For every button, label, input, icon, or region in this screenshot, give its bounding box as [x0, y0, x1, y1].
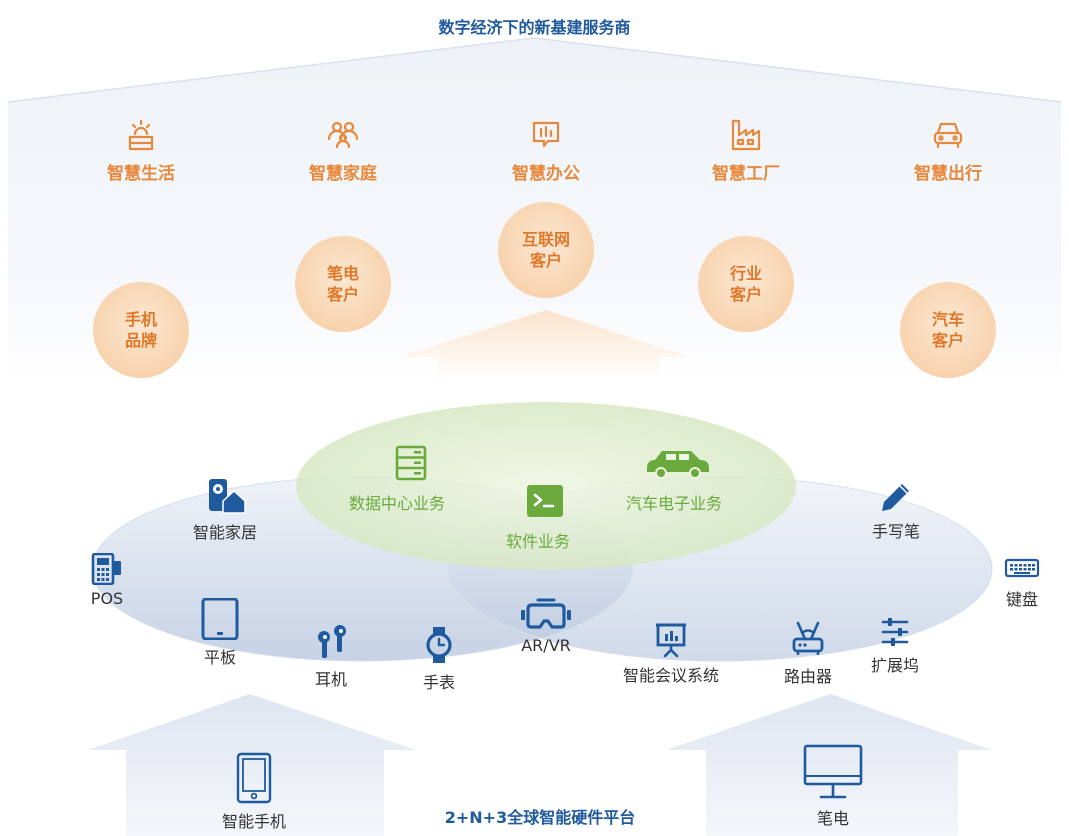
- device-label: 智能手机: [221, 812, 286, 831]
- scene-smart-office: 智慧办公: [481, 115, 611, 184]
- scene-label: 智慧工厂: [712, 164, 780, 184]
- scene-label: 智慧生活: [107, 164, 175, 184]
- smart-home-icon: [209, 479, 246, 514]
- client-line1: 笔电: [326, 264, 359, 283]
- top-title: 数字经济下的新基建服务商: [438, 18, 631, 37]
- scene-smart-mobility: 智慧出行: [883, 115, 1013, 184]
- pos-terminal-icon: [91, 552, 121, 586]
- client-line2: 客户: [326, 285, 359, 304]
- family-icon: [327, 121, 359, 149]
- device-ar-vr: AR/VR: [515, 596, 577, 655]
- client-circle-internet: 互联网 客户: [498, 202, 594, 298]
- bottom-title: 2+N+3全球智能硬件平台: [444, 808, 636, 827]
- device-tablet: 平板: [190, 597, 250, 668]
- device-meeting-system: 智能会议系统: [604, 622, 738, 686]
- scene-label: 智慧家庭: [309, 164, 377, 184]
- base-smartphone: 智能手机: [206, 752, 302, 832]
- device-dock: 扩展坞: [860, 616, 930, 676]
- client-circle-phone-brand: 手机 品牌: [93, 282, 189, 378]
- scene-smart-family: 智慧家庭: [278, 115, 408, 184]
- sliders-icon: [881, 618, 909, 646]
- device-label: POS: [90, 589, 124, 608]
- router-icon: [792, 621, 824, 655]
- device-router: 路由器: [774, 619, 842, 687]
- up-arrow-right: [666, 694, 992, 836]
- client-circle-industry: 行业 客户: [698, 236, 794, 332]
- device-smart-home: 智能家居: [184, 477, 266, 543]
- client-line2: 客户: [729, 285, 762, 304]
- vr-headset-icon: [521, 598, 571, 629]
- client-line2: 客户: [931, 331, 964, 350]
- scene-smart-life: 智慧生活: [76, 115, 206, 184]
- business-label: 汽车电子业务: [626, 494, 723, 513]
- car-icon: [647, 451, 709, 479]
- client-line1: 互联网: [521, 230, 570, 249]
- tablet-icon: [201, 597, 239, 641]
- pen-icon: [882, 484, 909, 511]
- terminal-icon: [527, 485, 563, 517]
- server-icon: [395, 445, 427, 481]
- up-arrow-left: [88, 694, 416, 836]
- earbuds-icon: [318, 625, 346, 658]
- device-pos: POS: [82, 552, 132, 608]
- client-line1: 行业: [729, 264, 762, 283]
- up-arrow-orange: [400, 310, 690, 380]
- device-label: AR/VR: [521, 636, 571, 655]
- device-label: 智能会议系统: [622, 666, 719, 685]
- device-stylus: 手写笔: [858, 480, 934, 542]
- device-label: 笔电: [816, 809, 849, 828]
- device-label: 耳机: [314, 670, 347, 689]
- device-label: 平板: [203, 648, 236, 667]
- business-label: 数据中心业务: [349, 494, 446, 513]
- device-label: 扩展坞: [870, 656, 919, 675]
- business-label: 软件业务: [506, 532, 571, 551]
- client-line2: 客户: [529, 251, 562, 270]
- home-life-icon: [128, 119, 154, 151]
- watch-icon: [426, 627, 452, 663]
- presentation-icon: [656, 623, 686, 658]
- factory-icon: [731, 119, 761, 151]
- client-line1: 手机: [124, 310, 157, 329]
- device-label: 智能家居: [192, 523, 257, 542]
- scene-label: 智慧办公: [512, 164, 580, 184]
- scene-smart-factory: 智慧工厂: [681, 115, 811, 184]
- client-line1: 汽车: [931, 310, 964, 329]
- client-circle-automotive: 汽车 客户: [900, 282, 996, 378]
- device-label: 手表: [422, 673, 455, 692]
- scene-label: 智慧出行: [914, 164, 982, 184]
- base-laptop: 笔电: [798, 743, 868, 829]
- keyboard-icon: [1004, 558, 1040, 578]
- office-chat-icon: [532, 121, 560, 148]
- device-label: 键盘: [1005, 590, 1038, 609]
- car-icon: [933, 122, 963, 149]
- client-circle-laptop: 笔电 客户: [295, 236, 391, 332]
- monitor-icon: [803, 744, 863, 799]
- device-label: 手写笔: [871, 522, 920, 541]
- device-label: 路由器: [783, 667, 832, 686]
- device-earbuds: 耳机: [306, 622, 356, 690]
- device-keyboard: 键盘: [996, 556, 1048, 610]
- client-line2: 品牌: [124, 331, 157, 350]
- device-watch: 手表: [414, 625, 464, 693]
- phone-icon: [236, 752, 272, 804]
